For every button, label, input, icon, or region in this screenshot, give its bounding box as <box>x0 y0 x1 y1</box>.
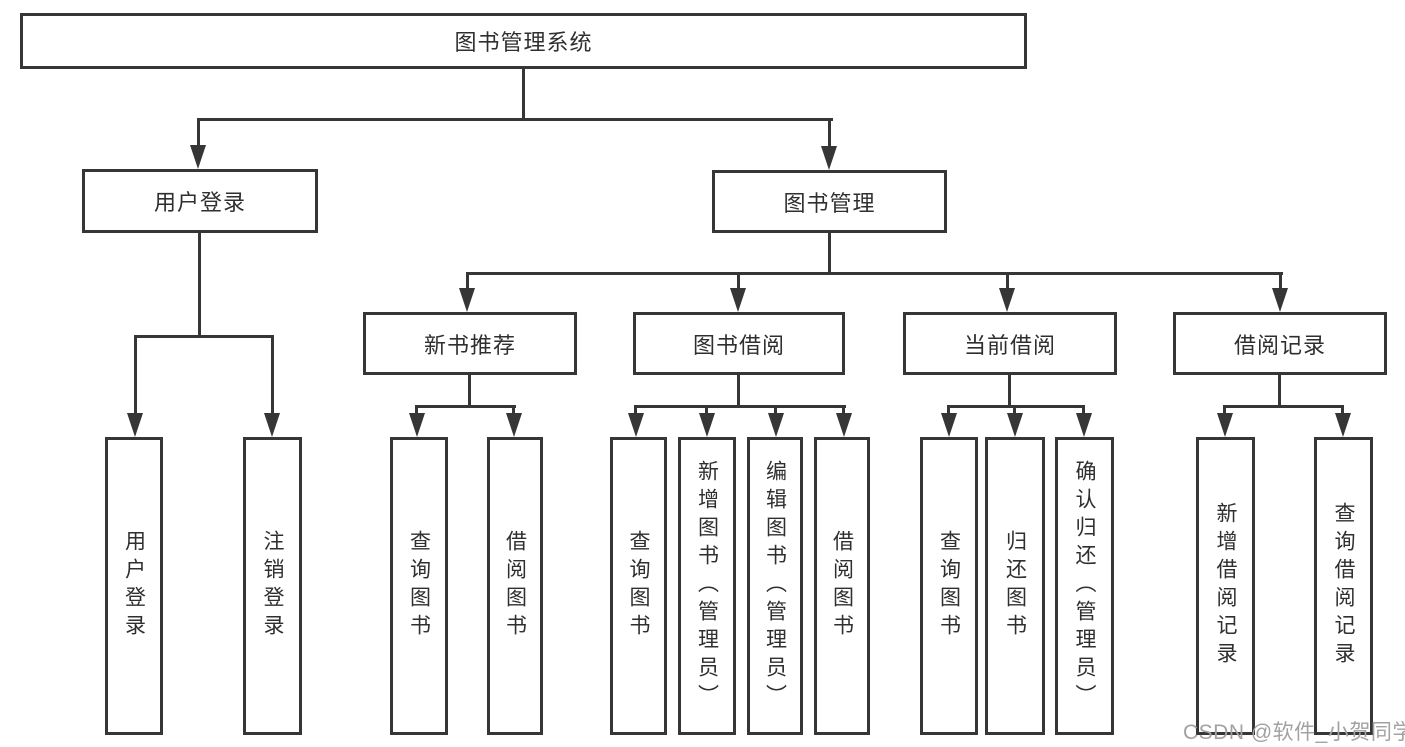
connector-root-crossbar <box>197 118 833 121</box>
node-library-system-label: 图书管理系统 <box>454 30 593 55</box>
leaf-user-login-label: 用户登录 <box>122 530 146 642</box>
leaf-return-book: 归还图书 <box>985 437 1045 735</box>
arrow-down-icon <box>836 413 852 437</box>
connector-leaf-stem <box>415 405 418 419</box>
leaf-query-borrow-record-label: 查询借阅记录 <box>1332 502 1355 670</box>
connector-user-login-down <box>198 233 201 335</box>
connector-new-book-crossbar <box>416 405 516 408</box>
connector-leaf-stem <box>774 405 777 419</box>
connector-book-management-stem <box>828 118 831 150</box>
connector-book-management-crossbar <box>467 272 1283 275</box>
arrow-down-icon <box>699 413 715 437</box>
node-user-login-label: 用户登录 <box>153 190 246 215</box>
leaf-logout-label: 注销登录 <box>261 530 284 642</box>
connector-section-stem <box>1006 272 1009 296</box>
connector-user-login-crossbar <box>134 335 274 338</box>
node-current-borrow-label: 当前借阅 <box>963 332 1056 358</box>
arrow-down-icon <box>768 413 784 437</box>
arrow-down-icon <box>730 288 746 312</box>
leaf-borrow-book-recommend: 借阅图书 <box>487 437 543 735</box>
csdn-watermark: CSDN @软件_小贺同学 <box>1183 721 1405 744</box>
leaf-add-book-admin: 新增图书（管理员） <box>678 437 736 735</box>
node-book-management: 图书管理 <box>712 170 947 233</box>
arrow-down-icon <box>459 288 475 312</box>
connector-book-borrow-crossbar <box>635 405 846 408</box>
leaf-query-borrow-record: 查询借阅记录 <box>1314 437 1373 735</box>
leaf-user-login: 用户登录 <box>105 437 163 735</box>
connector-current-borrow-crossbar <box>947 405 1085 408</box>
connector-section-stem <box>1279 272 1282 296</box>
node-book-borrow-label: 图书借阅 <box>692 332 785 358</box>
node-current-borrow: 当前借阅 <box>903 312 1117 375</box>
connector-leaf-stem <box>1082 405 1085 419</box>
leaf-query-book-recommend: 查询图书 <box>390 437 448 735</box>
connector-leaf-stem <box>1223 405 1226 419</box>
arrow-down-icon <box>409 413 425 437</box>
leaf-query-current-borrow-label: 查询图书 <box>937 530 961 642</box>
arrow-down-icon <box>941 413 957 437</box>
connector-leaf-stem <box>705 405 708 419</box>
connector-new-book-down <box>468 375 471 405</box>
node-new-book-recommend-label: 新书推荐 <box>423 332 516 358</box>
arrow-down-icon <box>1076 413 1092 437</box>
connector-book-borrow-down <box>737 375 740 405</box>
connector-leaf-stem <box>1341 405 1344 419</box>
node-new-book-recommend: 新书推荐 <box>363 312 577 375</box>
arrow-down-icon <box>506 413 522 437</box>
connector-leaf-stem <box>947 405 950 419</box>
arrow-down-icon <box>999 288 1015 312</box>
connector-leaf-stem <box>512 405 515 419</box>
leaf-query-book-recommend-label: 查询图书 <box>407 530 431 642</box>
connector-section-stem <box>737 272 740 296</box>
leaf-borrow-book-recommend-label: 借阅图书 <box>503 530 527 642</box>
leaf-confirm-return-admin: 确认归还（管理员） <box>1055 437 1114 735</box>
connector-user-login-stem <box>197 118 200 150</box>
arrow-down-icon <box>1335 413 1351 437</box>
connector-leaf-stem <box>271 335 274 419</box>
connector-leaf-stem <box>134 335 137 419</box>
leaf-logout: 注销登录 <box>243 437 302 735</box>
connector-borrow-record-down <box>1278 375 1281 405</box>
connector-leaf-stem <box>1013 405 1016 419</box>
leaf-confirm-return-admin-label: 确认归还（管理员） <box>1073 460 1096 712</box>
leaf-query-book-borrow-label: 查询图书 <box>627 530 650 642</box>
arrow-down-icon <box>1007 413 1023 437</box>
leaf-borrow-book: 借阅图书 <box>814 437 870 735</box>
leaf-add-book-admin-label: 新增图书（管理员） <box>695 460 719 712</box>
connector-root-stem <box>522 69 525 118</box>
leaf-borrow-book-label: 借阅图书 <box>830 530 854 642</box>
connector-borrow-record-crossbar <box>1224 405 1344 408</box>
arrow-down-icon <box>264 413 280 437</box>
connector-book-management-down <box>828 233 831 272</box>
node-library-system: 图书管理系统 <box>20 13 1027 69</box>
leaf-add-borrow-record: 新增借阅记录 <box>1196 437 1255 735</box>
leaf-query-book-borrow: 查询图书 <box>610 437 667 735</box>
connector-leaf-stem <box>634 405 637 419</box>
node-user-login: 用户登录 <box>82 169 318 233</box>
arrow-down-icon <box>190 145 206 169</box>
node-borrow-record: 借阅记录 <box>1173 312 1387 375</box>
arrow-down-icon <box>821 146 837 170</box>
connector-leaf-stem <box>842 405 845 419</box>
arrow-down-icon <box>127 413 143 437</box>
leaf-add-borrow-record-label: 新增借阅记录 <box>1214 502 1237 670</box>
leaf-edit-book-admin-label: 编辑图书（管理员） <box>763 460 787 712</box>
leaf-query-current-borrow: 查询图书 <box>920 437 978 735</box>
node-book-borrow: 图书借阅 <box>633 312 845 375</box>
leaf-edit-book-admin: 编辑图书（管理员） <box>747 437 803 735</box>
leaf-return-book-label: 归还图书 <box>1003 530 1027 642</box>
arrow-down-icon <box>1272 288 1288 312</box>
arrow-down-icon <box>628 413 644 437</box>
node-book-management-label: 图书管理 <box>783 190 876 216</box>
arrow-down-icon <box>1217 413 1233 437</box>
connector-current-borrow-down <box>1008 375 1011 405</box>
connector-section-stem <box>466 272 469 296</box>
node-borrow-record-label: 借阅记录 <box>1233 332 1326 358</box>
